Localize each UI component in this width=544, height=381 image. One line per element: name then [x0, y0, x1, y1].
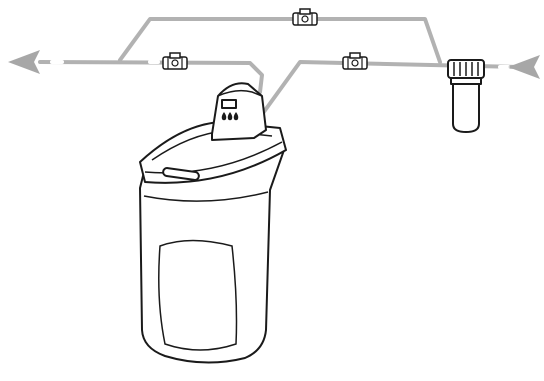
control-panel	[211, 82, 267, 141]
pipe-network	[38, 17, 520, 122]
control-display	[221, 99, 237, 109]
valve-icon	[162, 52, 188, 70]
water-softener	[139, 121, 287, 364]
arrow-left-icon	[8, 50, 40, 74]
bypass-valve	[292, 8, 318, 26]
inlet-pipe	[256, 60, 520, 122]
softener-icon	[139, 121, 287, 364]
valve-icon	[342, 52, 368, 70]
outlet-valve	[162, 52, 188, 70]
sediment-filter	[447, 59, 485, 133]
outlet-pipe	[38, 60, 264, 94]
valve-icon	[292, 8, 318, 26]
inlet-valve	[342, 52, 368, 70]
water-drops-icon	[221, 112, 239, 121]
inlet-arrow	[508, 55, 540, 79]
filter-housing-icon	[447, 59, 485, 133]
outlet-arrow	[8, 50, 40, 74]
arrow-left-icon	[508, 55, 540, 79]
bypass-pipe	[118, 17, 442, 64]
